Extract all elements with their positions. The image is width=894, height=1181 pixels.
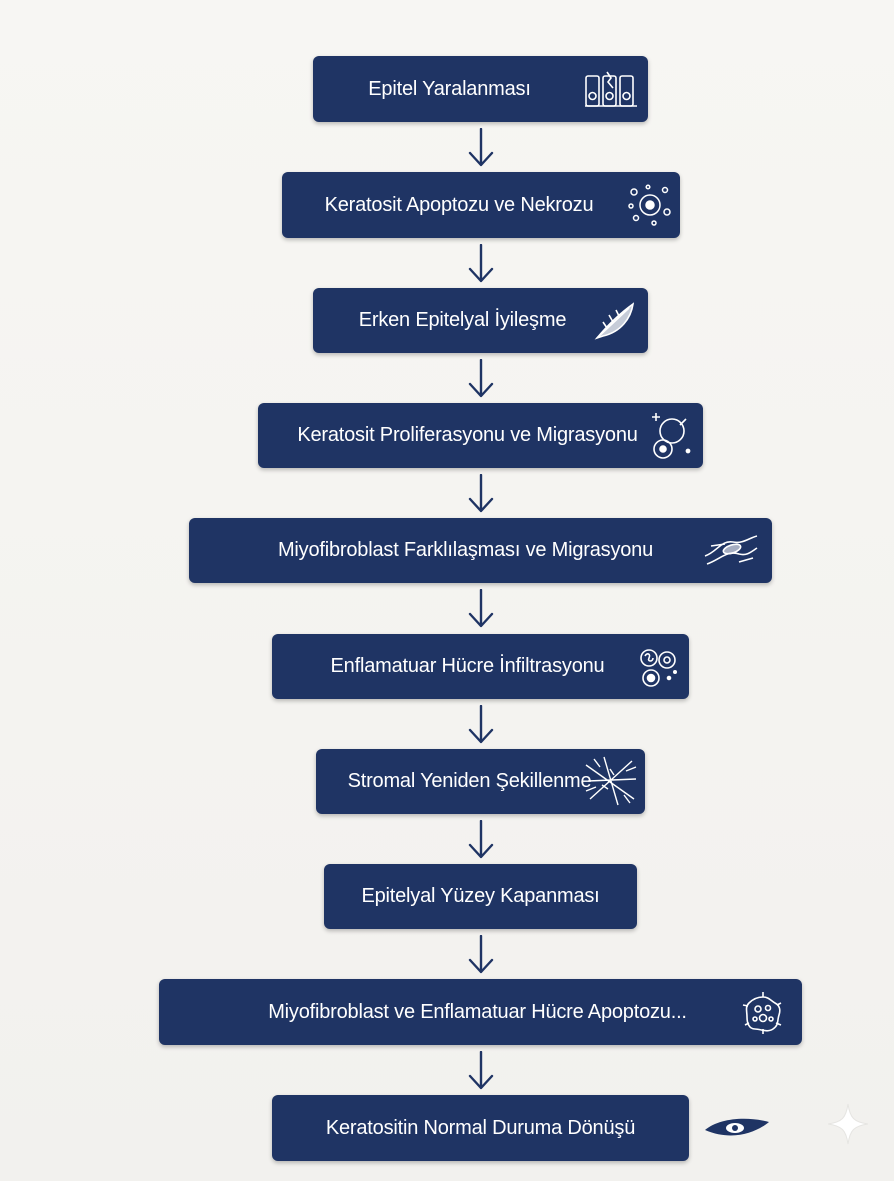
arrow-down-icon xyxy=(468,705,494,744)
step-keratosit-apoptozu: Keratosit Apoptozu ve Nekrozu xyxy=(282,172,680,238)
step-erken-epitelyal-iyilesme: Erken Epitelyal İyileşme xyxy=(313,288,648,353)
arrow-down-icon xyxy=(468,820,494,859)
arrow-down-icon xyxy=(468,474,494,513)
step-label: Keratosit Apoptozu ve Nekrozu xyxy=(324,193,594,216)
healing-leaf-icon xyxy=(594,302,635,340)
inflammatory-cells-icon xyxy=(640,649,677,687)
eye-icon xyxy=(705,1118,769,1136)
step-epitelyal-yuzey-kapanmasi: Epitelyal Yüzey Kapanması xyxy=(324,864,637,929)
arrow-down-icon xyxy=(468,1051,494,1090)
step-miyofibroblast-farklilasmasi: Miyofibroblast Farklılaşması ve Migrasyo… xyxy=(189,518,772,583)
step-label: Epitel Yaralanması xyxy=(368,77,531,100)
step-keratositin-normal-duruma-donusu: Keratositin Normal Duruma Dönüşü xyxy=(272,1095,689,1161)
myofibroblast-icon xyxy=(704,535,758,565)
step-label: Miyofibroblast ve Enflamatuar Hücre Apop… xyxy=(268,1000,687,1023)
step-stromal-yeniden-sekillenme: Stromal Yeniden Şekillenme xyxy=(316,749,645,814)
sparkle-icon xyxy=(827,1103,869,1145)
arrow-down-icon xyxy=(468,128,494,167)
step-label: Erken Epitelyal İyileşme xyxy=(358,309,567,331)
step-label: Miyofibroblast Farklılaşması ve Migrasyo… xyxy=(277,539,654,561)
step-label: Stromal Yeniden Şekillenme xyxy=(347,770,592,792)
apoptotic-cell-icon xyxy=(628,184,671,226)
step-label: Enflamatuar Hücre İnfiltrasyonu xyxy=(330,655,605,677)
arrow-down-icon xyxy=(468,244,494,283)
step-miyofibroblast-apoptozu: Miyofibroblast ve Enflamatuar Hücre Apop… xyxy=(159,979,802,1045)
step-enflamatuar-hucre-infiltrasyonu: Enflamatuar Hücre İnfiltrasyonu xyxy=(272,634,689,699)
step-label: Epitelyal Yüzey Kapanması xyxy=(361,885,600,907)
arrow-down-icon xyxy=(468,935,494,974)
epithelium-injury-icon xyxy=(585,71,637,107)
step-epitel-yaralanmasi: Epitel Yaralanması xyxy=(313,56,648,122)
arrow-down-icon xyxy=(468,589,494,628)
stromal-fibers-icon xyxy=(585,756,637,806)
dividing-cell-icon xyxy=(652,413,691,459)
step-keratosit-proliferasyonu: Keratosit Proliferasyonu ve Migrasyonu xyxy=(258,403,703,468)
step-label: Keratosit Proliferasyonu ve Migrasyonu xyxy=(297,424,638,446)
step-label: Keratositin Normal Duruma Dönüşü xyxy=(325,1116,636,1139)
virus-cell-icon xyxy=(742,992,782,1034)
arrow-down-icon xyxy=(468,359,494,398)
